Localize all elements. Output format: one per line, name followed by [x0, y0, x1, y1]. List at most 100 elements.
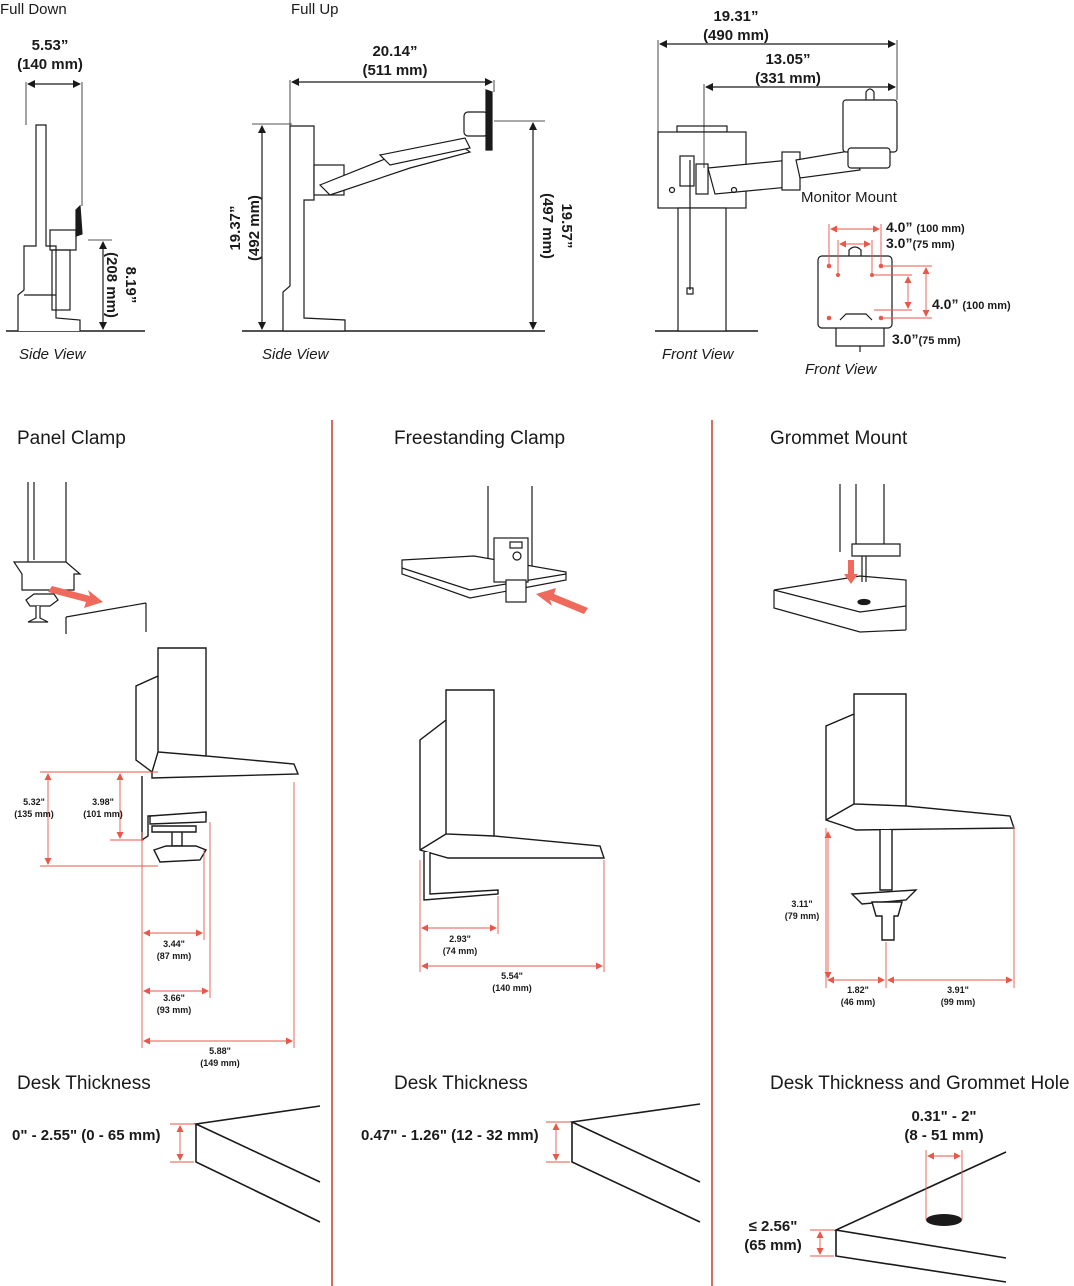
desk-grommet-hole-drawing	[833, 1151, 1007, 1283]
full-up-width-dimension: 20.14” (511 mm)	[340, 42, 450, 80]
panel-desk-thickness-heading: Desk Thickness	[17, 1073, 151, 1094]
grommet-mount-insert-arrow	[844, 560, 858, 584]
freestanding-clamp-insert-arrow	[536, 588, 588, 614]
dim-inches: ≤ 2.56"	[748, 1218, 798, 1235]
dim-inches: 3.11"	[791, 899, 813, 909]
dim-inches: 3.44"	[163, 939, 185, 949]
vesa-dimension-lines	[828, 224, 932, 319]
dim-inches: 20.14”	[372, 43, 418, 60]
dim-mm: (75 mm)	[912, 239, 955, 251]
dim-inches: 1.82"	[847, 985, 869, 995]
desk-thickness-dim-2	[546, 1121, 570, 1163]
dim-mm: (93 mm)	[156, 1005, 192, 1015]
dim-inches: 3.91"	[947, 985, 969, 995]
full-up-side-view-drawing	[242, 78, 545, 332]
dim-mm: (208 mm)	[103, 252, 120, 318]
full-down-width-dimension: 5.53” (140 mm)	[10, 36, 90, 74]
desk-thickness-drawing-2	[569, 1103, 701, 1223]
freestanding-desk-thickness-value: 0.47" - 1.26" (12 - 32 mm)	[361, 1127, 539, 1144]
freestanding-clamp-heading: Freestanding Clamp	[394, 428, 566, 449]
full-down-side-view-drawing	[6, 80, 145, 332]
desk-grommet-hole-dims	[810, 1150, 963, 1257]
dim-mm: (492 mm)	[246, 195, 263, 261]
front-overall-width-dimension: 19.31” (490 mm)	[688, 7, 784, 45]
vesa-width-inner: 3.0”(75 mm)	[886, 235, 955, 251]
dim-mm: (100 mm)	[916, 223, 965, 235]
dim-inches: 19.31”	[713, 8, 759, 25]
dim-inches: 5.53”	[31, 37, 69, 54]
grommet-dim-3-11: 3.11" (79 mm)	[772, 898, 832, 922]
panel-clamp-heading: Panel Clamp	[17, 428, 126, 449]
grommet-desk-thickness-heading: Desk Thickness and Grommet Hole	[770, 1073, 1070, 1094]
front-arm-width-dimension: 13.05” (331 mm)	[740, 50, 836, 88]
desk-thickness-drawing-1	[193, 1105, 321, 1223]
panel-clamp-dimension-drawing	[135, 647, 300, 863]
dim-mm: (8 - 51 mm)	[904, 1127, 984, 1144]
dim-mm: (46 mm)	[840, 997, 876, 1007]
panel-clamp-dim-5-32: 5.32" (135 mm)	[4, 796, 64, 820]
dim-mm: (490 mm)	[703, 27, 769, 44]
freestanding-dim-2-93: 2.93" (74 mm)	[430, 933, 490, 957]
panel-desk-thickness-value: 0" - 2.55" (0 - 65 mm)	[12, 1127, 161, 1144]
monitor-mount-label: Monitor Mount	[801, 189, 897, 206]
dim-inches: 4.0”	[886, 219, 913, 235]
dim-mm: (140 mm)	[492, 983, 532, 993]
dim-inches: 3.0”	[886, 235, 913, 251]
full-up-height-left-dimension: 19.37” (492 mm)	[226, 178, 264, 278]
dim-inches: 3.98"	[92, 797, 114, 807]
side-view-label-1: Side View	[19, 346, 86, 363]
dim-mm: (149 mm)	[200, 1058, 240, 1068]
dim-inches: 4.0”	[932, 296, 959, 312]
grommet-mount-heading: Grommet Mount	[770, 428, 908, 449]
dim-mm: (87 mm)	[156, 951, 192, 961]
full-up-height-right-dimension: 19.57” (497 mm)	[538, 176, 576, 276]
dim-inches: 19.57”	[558, 203, 575, 249]
grommet-mount-illustration	[773, 484, 907, 633]
dim-inches: 13.05”	[765, 51, 811, 68]
dim-inches: 3.0”	[892, 331, 919, 347]
dim-inches: 19.37”	[227, 205, 244, 251]
grommet-dim-1-82: 1.82" (46 mm)	[828, 984, 888, 1008]
dim-mm: (497 mm)	[539, 193, 556, 259]
grommet-mount-dimension-lines	[824, 826, 1015, 988]
panel-clamp-dim-3-44: 3.44" (87 mm)	[144, 938, 204, 962]
dim-inches: 8.19”	[122, 266, 139, 304]
grommet-mount-dimension-drawing	[825, 693, 1015, 941]
grommet-desk-thickness: ≤ 2.56" (65 mm)	[740, 1217, 806, 1255]
freestanding-desk-thickness-heading: Desk Thickness	[394, 1073, 528, 1094]
vesa-width-outer: 4.0” (100 mm)	[886, 219, 965, 235]
grommet-dim-3-91: 3.91" (99 mm)	[928, 984, 988, 1008]
front-view-label-1: Front View	[662, 346, 734, 363]
dim-mm: (100 mm)	[962, 300, 1011, 312]
dim-inches: 3.66"	[163, 993, 185, 1003]
panel-clamp-dim-5-88: 5.88" (149 mm)	[190, 1045, 250, 1069]
panel-clamp-dimension-lines	[40, 771, 295, 1048]
full-down-label: Full Down	[0, 1, 67, 18]
vesa-height-inner: 3.0”(75 mm)	[892, 331, 961, 347]
dim-mm: (65 mm)	[744, 1237, 802, 1254]
dim-inches: 5.32"	[23, 797, 45, 807]
panel-clamp-illustration	[12, 482, 147, 634]
dim-mm: (135 mm)	[14, 809, 54, 819]
vesa-height-outer: 4.0” (100 mm)	[932, 296, 1011, 312]
freestanding-dim-5-54: 5.54" (140 mm)	[482, 970, 542, 994]
panel-clamp-dim-3-98: 3.98" (101 mm)	[73, 796, 133, 820]
dim-inches: 2.93"	[449, 934, 471, 944]
dim-mm: (79 mm)	[784, 911, 820, 921]
side-view-label-2: Side View	[262, 346, 329, 363]
vesa-plate-drawing	[817, 246, 893, 352]
freestanding-clamp-dimension-lines	[419, 860, 605, 972]
grommet-hole-diameter: 0.31" - 2" (8 - 51 mm)	[896, 1107, 992, 1145]
dim-inches: 5.54"	[501, 971, 523, 981]
full-down-height-dimension: 8.19” (208 mm)	[102, 240, 140, 330]
full-up-label: Full Up	[291, 1, 339, 18]
dim-mm: (140 mm)	[17, 56, 83, 73]
freestanding-clamp-dimension-drawing	[419, 689, 605, 901]
dim-mm: (101 mm)	[83, 809, 123, 819]
dim-inches: 0.31" - 2"	[911, 1108, 977, 1125]
front-view-drawing	[655, 40, 898, 332]
front-view-label-2: Front View	[805, 361, 877, 378]
desk-thickness-dim-1	[170, 1123, 194, 1163]
